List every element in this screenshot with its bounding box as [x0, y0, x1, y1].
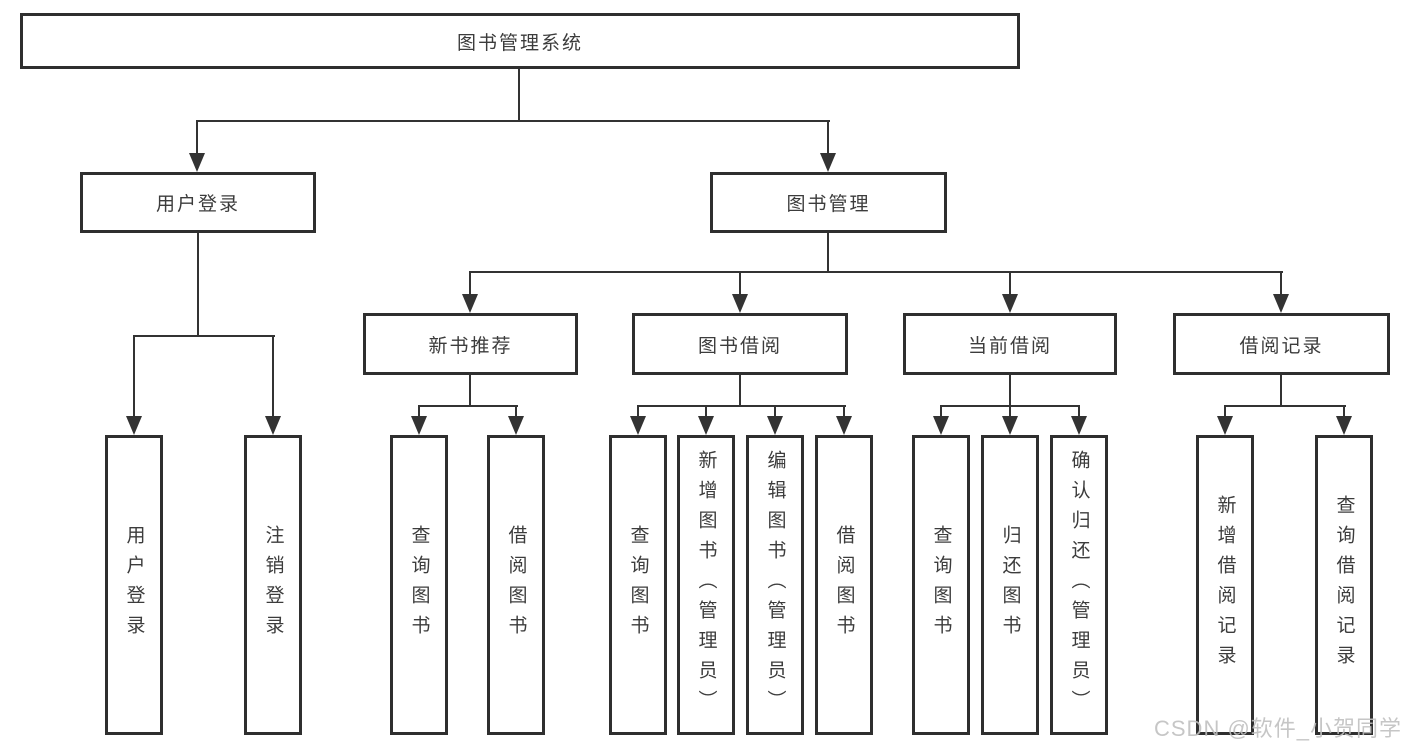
connector-book-mgmt-stem — [827, 120, 829, 154]
leaf-query-borrow-record: 查询借阅记录 — [1315, 435, 1373, 735]
connector-root-branch — [196, 120, 830, 122]
leaf-confirm-return-admin: 确认归还（管理员） — [1050, 435, 1108, 735]
node-user-login: 用户登录 — [80, 172, 316, 233]
arrow-down-icon — [1217, 416, 1233, 435]
arrow-down-icon — [462, 294, 478, 313]
arrow-down-icon — [265, 416, 281, 435]
connector-leaf-stem — [637, 405, 639, 418]
connector-l3-stem — [469, 271, 471, 296]
connector-root-stem — [518, 69, 520, 121]
arrow-down-icon — [126, 416, 142, 435]
arrow-down-icon — [508, 416, 524, 435]
arrow-down-icon — [732, 294, 748, 313]
leaf-add-borrow-record: 新增借阅记录 — [1196, 435, 1254, 735]
node-new-book-recommend: 新书推荐 — [363, 313, 578, 375]
connector-l3-down — [1009, 375, 1011, 407]
connector-leaf-stem — [515, 405, 517, 418]
arrow-down-icon — [630, 416, 646, 435]
arrow-down-icon — [1002, 294, 1018, 313]
arrow-down-icon — [767, 416, 783, 435]
connector-leaf-stem — [705, 405, 707, 418]
node-borrowing-records: 借阅记录 — [1173, 313, 1390, 375]
node-book-management: 图书管理 — [710, 172, 947, 233]
leaf-add-books-admin: 新增图书（管理员） — [677, 435, 735, 735]
connector-book-mgmt-branch — [469, 271, 1283, 273]
leaf-return-books: 归还图书 — [981, 435, 1039, 735]
connector-l3-stem — [1280, 271, 1282, 296]
leaf-user-login: 用户登录 — [105, 435, 163, 735]
connector-leaf-stem — [418, 405, 420, 418]
connector-book-mgmt-down — [827, 233, 829, 273]
connector-l3-down — [1280, 375, 1282, 407]
connector-leaf-stem — [1009, 405, 1011, 418]
arrow-down-icon — [189, 153, 205, 172]
node-current-borrowing: 当前借阅 — [903, 313, 1117, 375]
leaf-logout: 注销登录 — [244, 435, 302, 735]
arrow-down-icon — [836, 416, 852, 435]
connector-l3-down — [469, 375, 471, 407]
leaf-query-books-borrowing: 查询图书 — [609, 435, 667, 735]
arrow-down-icon — [698, 416, 714, 435]
arrow-down-icon — [411, 416, 427, 435]
connector-l3-stem — [1009, 271, 1011, 296]
connector-leaf-stem — [133, 335, 135, 417]
leaf-borrow-books-recommend: 借阅图书 — [487, 435, 545, 735]
leaf-query-books-current: 查询图书 — [912, 435, 970, 735]
connector-l3-stem — [739, 271, 741, 296]
leaf-borrow-books-borrowing: 借阅图书 — [815, 435, 873, 735]
connector-l3-branch — [637, 405, 846, 407]
leaf-query-books-recommend: 查询图书 — [390, 435, 448, 735]
node-library-management-system: 图书管理系统 — [20, 13, 1020, 69]
leaf-edit-books-admin: 编辑图书（管理员） — [746, 435, 804, 735]
connector-leaf-stem — [1343, 405, 1345, 418]
arrow-down-icon — [933, 416, 949, 435]
connector-user-login-down — [197, 233, 199, 337]
arrow-down-icon — [1071, 416, 1087, 435]
connector-leaf-stem — [1078, 405, 1080, 418]
node-book-borrowing: 图书借阅 — [632, 313, 848, 375]
connector-leaf-stem — [1224, 405, 1226, 418]
csdn-watermark: CSDN @软件_小贺同学 — [1154, 716, 1403, 741]
connector-leaf-stem — [272, 335, 274, 417]
connector-l3-down — [739, 375, 741, 407]
connector-l3-branch — [418, 405, 518, 407]
connector-leaf-stem — [774, 405, 776, 418]
arrow-down-icon — [820, 153, 836, 172]
arrow-down-icon — [1336, 416, 1352, 435]
connector-user-login-stem — [196, 120, 198, 154]
arrow-down-icon — [1002, 416, 1018, 435]
connector-l3-branch — [1224, 405, 1346, 407]
arrow-down-icon — [1273, 294, 1289, 313]
connector-user-login-branch — [133, 335, 275, 337]
connector-leaf-stem — [940, 405, 942, 418]
connector-leaf-stem — [843, 405, 845, 418]
